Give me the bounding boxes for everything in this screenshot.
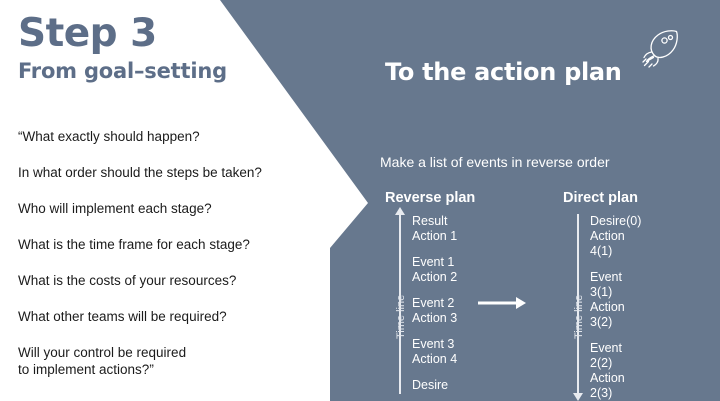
list-item: “What exactly should happen? — [18, 129, 200, 144]
reverse-plan-steps: Result Action 1 Event 1 Action 2 Event 2… — [412, 214, 457, 393]
question-list: “What exactly should happen? In what ord… — [18, 128, 318, 378]
list-item: Event 1 Action 2 — [412, 255, 458, 284]
reverse-plan-body: Time line Result Action 1 Event 1 Action… — [385, 207, 475, 394]
page-title: Step 3 — [18, 11, 157, 56]
list-item: Event 3(1) Action 3(2) — [590, 270, 625, 329]
direct-timeline-label: Time line — [573, 294, 585, 339]
list-item: Will your control be required to impleme… — [18, 345, 187, 377]
list-item: Desire — [412, 378, 449, 392]
panel-lead-text: Make a list of events in reverse order — [380, 154, 610, 170]
direct-plan-body: Time line Desire(0) Action 4(1) Event 3(… — [563, 214, 641, 401]
panel-heading: To the action plan — [385, 58, 622, 86]
list-item: In what order should the steps be taken? — [18, 165, 262, 180]
direct-plan-steps: Desire(0) Action 4(1) Event 3(1) Action … — [590, 214, 641, 401]
arrow-right-icon — [478, 297, 526, 309]
reverse-timeline-label: Time line — [395, 294, 407, 339]
reverse-timeline-axis — [395, 207, 405, 394]
list-item: Event 3 Action 4 — [412, 337, 458, 366]
direct-timeline-axis — [573, 214, 583, 401]
list-item: What is the time frame for each stage? — [18, 237, 250, 252]
list-item: Desire(0) Action 4(1) — [590, 214, 642, 258]
reverse-plan-column: Reverse plan Time line Result Action 1 E… — [385, 190, 475, 394]
reverse-plan-title: Reverse plan — [385, 190, 476, 206]
page-subtitle: From goal–setting — [18, 59, 227, 83]
arrow-up-icon — [395, 207, 405, 215]
direct-plan-title: Direct plan — [563, 190, 638, 206]
list-item: Who will implement each stage? — [18, 201, 212, 216]
list-item: Result Action 1 — [412, 214, 458, 243]
list-item: What is the costs of your resources? — [18, 273, 237, 288]
arrow-down-icon — [573, 393, 583, 401]
direct-plan-column: Direct plan Time line Desire(0) Action 4… — [563, 190, 641, 401]
list-item: Event 2 Action 3 — [412, 296, 458, 325]
rocket-icon — [642, 30, 678, 68]
left-column: Step 3 From goal–setting — [18, 12, 328, 84]
list-item: What other teams will be required? — [18, 309, 227, 324]
list-item: Event 2(2) Action 2(3) — [590, 341, 625, 400]
